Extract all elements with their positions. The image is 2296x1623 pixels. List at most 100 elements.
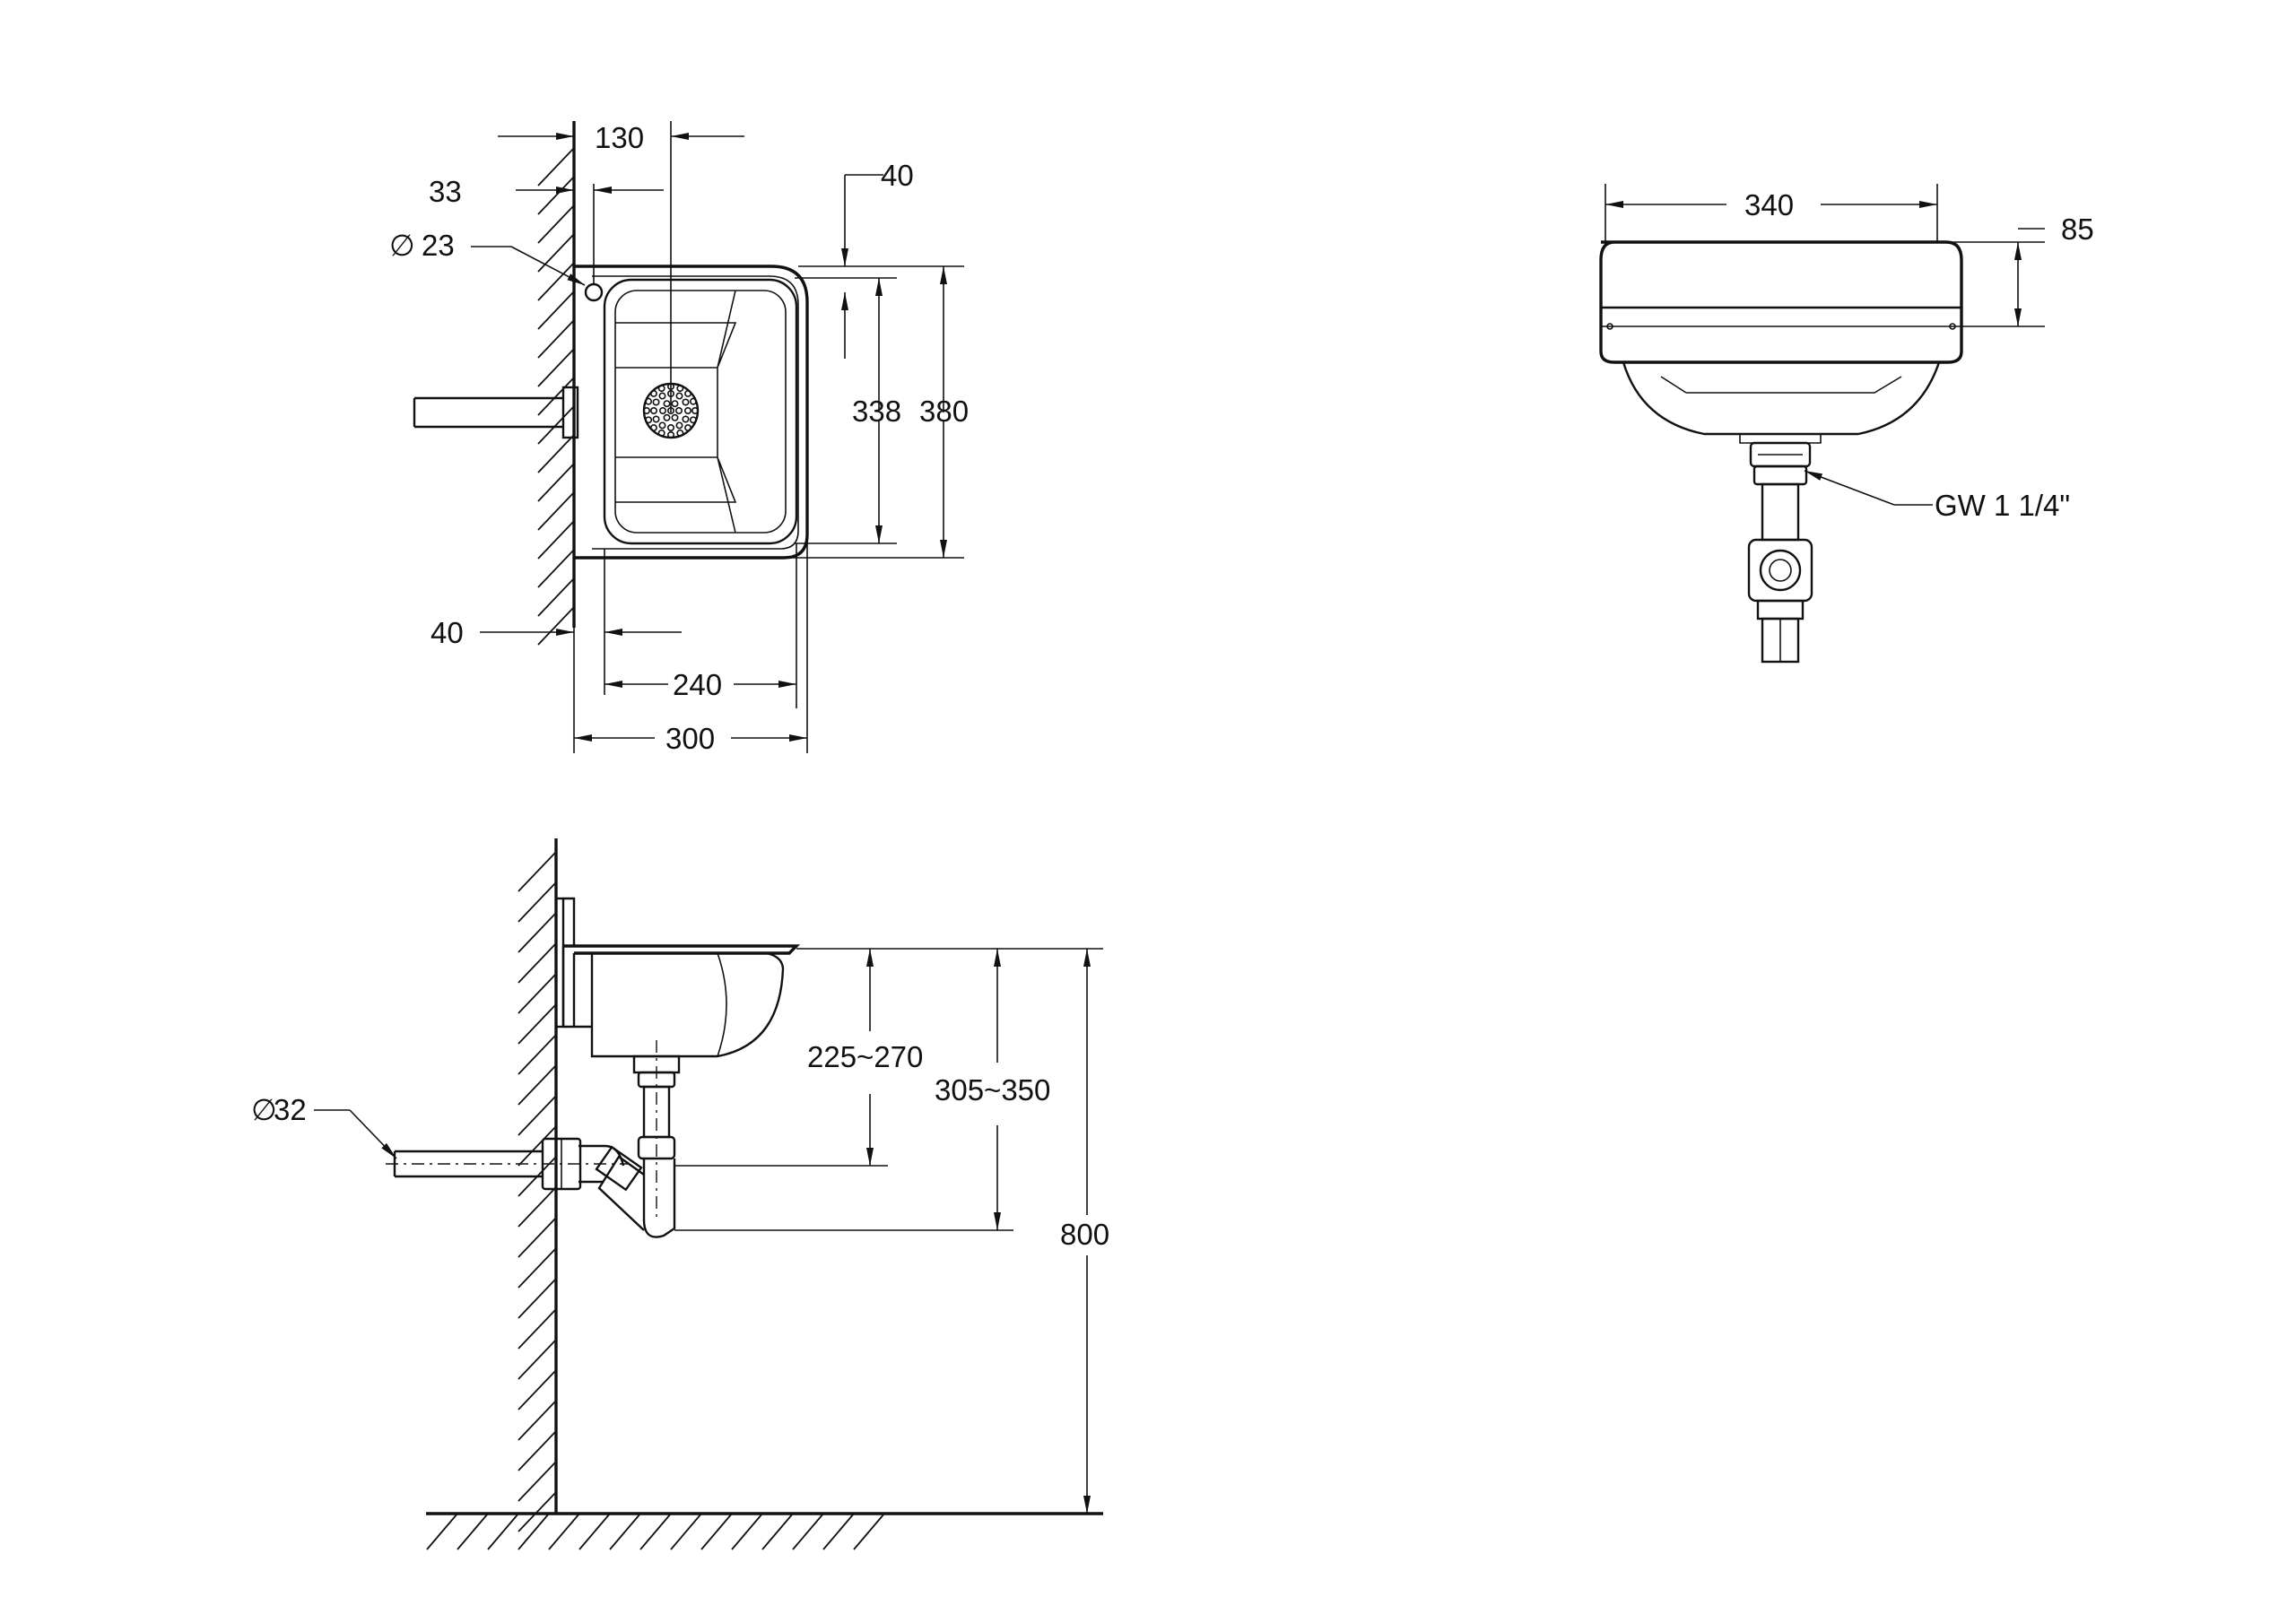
strainer-hole: [645, 397, 653, 405]
wall-hatch-line: [517, 1095, 557, 1136]
wall-hatch-line: [517, 1003, 557, 1045]
wall-hatch-line: [537, 377, 575, 416]
dim-225-270-label: 225~270: [807, 1040, 923, 1073]
wall-hatch-line: [517, 851, 557, 892]
pipe-stub-top: [413, 396, 563, 429]
wall-hatch-line: [537, 204, 575, 244]
strainer-hole: [671, 413, 679, 421]
front-waste-trap: [1747, 441, 1813, 664]
top-view: 130 33 40 ∅ 23 338 380 40: [389, 121, 969, 755]
top-wall-hatching: [537, 147, 575, 646]
floor-hatching: [426, 1513, 885, 1550]
basin-bowl-outline: [603, 278, 798, 545]
strainer-hole: [684, 424, 692, 432]
floor-hatch-line: [548, 1513, 580, 1550]
strainer-hole: [652, 415, 660, 423]
floor-hatch-line: [670, 1513, 702, 1550]
wall-hatch-line: [537, 405, 575, 445]
wall-hatch-line: [537, 262, 575, 301]
strainer-hole: [689, 397, 697, 405]
wall-hatch-line: [517, 1400, 557, 1441]
wall-hatch-line: [517, 1369, 557, 1410]
backsplash-stub: [561, 386, 579, 439]
wall-hatch-line: [517, 1186, 557, 1228]
wall-hatch-line: [517, 881, 557, 923]
dim-40-top-label: 40: [881, 159, 914, 192]
floor-hatch-line: [761, 1513, 794, 1550]
strainer-hole: [658, 392, 666, 400]
front-view: GW 1 1/4" 340 85: [1599, 184, 2094, 664]
basin-rim-inner: [592, 275, 799, 550]
strainer-hole: [666, 423, 674, 431]
strainer-hole: [675, 421, 683, 430]
wall-hatch-line: [537, 520, 575, 560]
dim-338-label: 338: [852, 395, 901, 428]
floor-hatch-line: [731, 1513, 763, 1550]
wall-hatch-line: [537, 606, 575, 646]
strainer-hole: [649, 424, 657, 432]
strainer-hole: [675, 392, 683, 400]
tap-hole: [584, 282, 604, 302]
wall-hatch-line: [537, 463, 575, 502]
strainer-hole: [682, 415, 690, 423]
wall-hatch-line: [517, 1125, 557, 1167]
wall-hatch-line: [517, 1461, 557, 1502]
wall-hatch-line: [517, 1339, 557, 1380]
strainer-hole: [684, 389, 692, 397]
strainer-hole: [671, 400, 679, 408]
strainer-hole: [649, 406, 657, 414]
dim-33-label: 33: [429, 175, 462, 208]
floor-hatch-line: [853, 1513, 885, 1550]
side-view: ∅ 32 225~270 305~350 800: [251, 838, 1109, 1550]
strainer-hole: [657, 385, 665, 393]
dim-305-350-label: 305~350: [935, 1073, 1050, 1107]
strainer-hole: [689, 416, 697, 424]
wall-hatch-line: [517, 942, 557, 984]
basin-bowl-facets: [615, 290, 737, 534]
basin-rim-outline: [574, 265, 809, 560]
wall-hatch-line: [517, 912, 557, 953]
front-bowl-underside: [1622, 361, 1941, 436]
wall-hatch-line: [517, 1034, 557, 1075]
floor-hatch-line: [426, 1513, 458, 1550]
floor-hatch-line: [487, 1513, 519, 1550]
dim-800-label: 800: [1060, 1218, 1109, 1251]
wall-hatch-line: [537, 491, 575, 531]
wall-hatch-line: [537, 577, 575, 617]
wall-hatch-line: [517, 1217, 557, 1258]
front-basin-body: [1599, 240, 1963, 364]
wall-hatch-line: [517, 973, 557, 1014]
dim-85-label: 85: [2061, 213, 2094, 246]
wall-hatch-line: [517, 1308, 557, 1350]
wall-hatch-line: [537, 176, 575, 215]
wall-hatch-line: [537, 233, 575, 273]
dim-dia32-label: 32: [274, 1093, 307, 1126]
side-wall-hatching: [517, 851, 557, 1532]
wall-hatch-line: [537, 348, 575, 387]
strainer-hole: [666, 430, 674, 438]
strainer-hole: [676, 429, 684, 437]
wall-hatch-line: [517, 1278, 557, 1319]
wall-hatch-line: [517, 1430, 557, 1471]
wall-hatch-line: [537, 319, 575, 359]
strainer-hole: [663, 413, 671, 421]
wall-hatch-line: [517, 1247, 557, 1289]
wall-hatch-line: [537, 147, 575, 187]
floor-hatch-line: [700, 1513, 733, 1550]
strainer-hole: [649, 389, 657, 397]
floor-hatch-line: [609, 1513, 641, 1550]
waste-thread-label: GW 1 1/4": [1935, 489, 2070, 522]
side-basin: [386, 897, 801, 1238]
floor-hatch-line: [457, 1513, 489, 1550]
strainer-hole: [658, 406, 666, 414]
dim-240-label: 240: [673, 668, 722, 701]
strainer-hole: [682, 398, 690, 406]
strainer-hole: [683, 406, 691, 414]
dim-dia23-label: 23: [422, 229, 455, 262]
dim-300-label: 300: [665, 722, 715, 755]
floor-hatch-line: [792, 1513, 824, 1550]
floor-hatch-line: [822, 1513, 855, 1550]
wall-hatch-line: [517, 1064, 557, 1106]
strainer-hole: [676, 385, 684, 393]
strainer-hole: [691, 406, 699, 414]
